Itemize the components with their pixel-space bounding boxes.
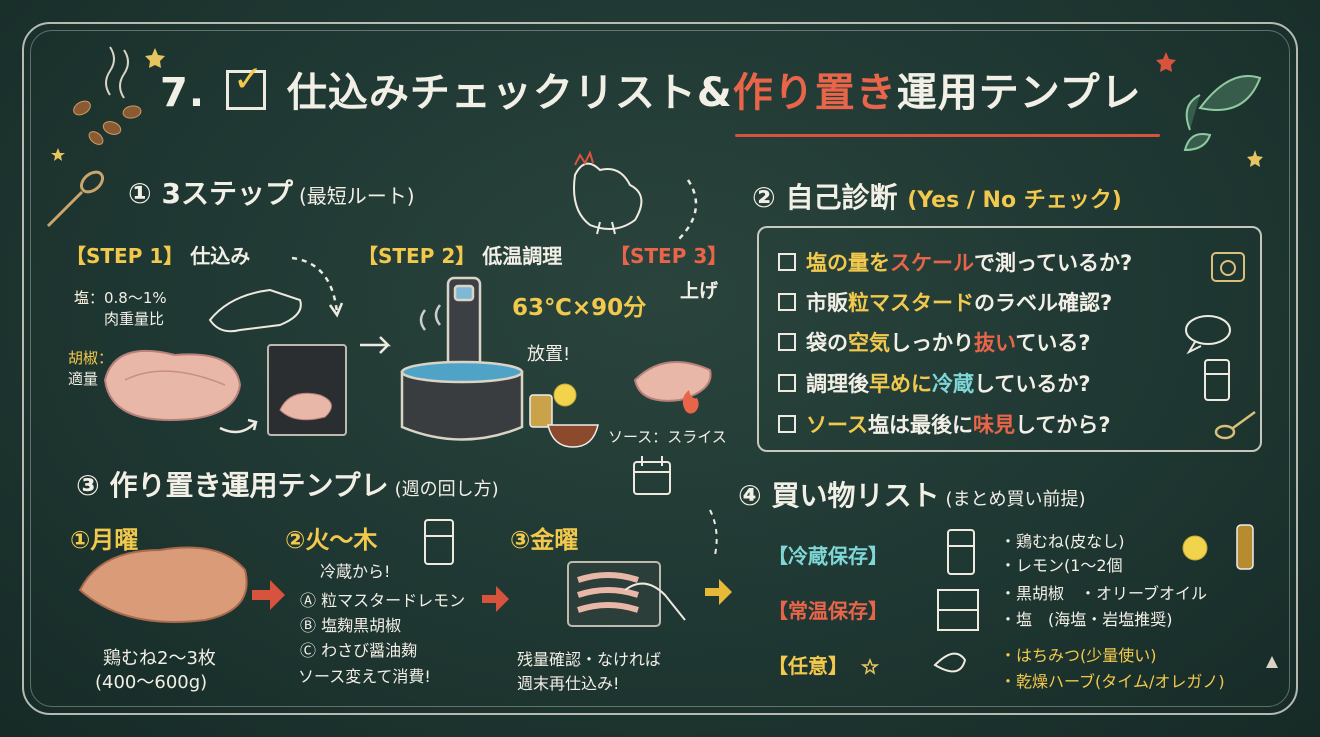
optional-label: 【任意】	[768, 654, 848, 678]
star-icon	[145, 48, 165, 68]
checkbox[interactable]	[778, 253, 796, 271]
check-item[interactable]: 調理後早めに冷蔵しているか?	[778, 368, 1091, 398]
check-item[interactable]: 袋の空気しっかり抜いている?	[778, 327, 1091, 357]
coffee-beans-icon	[73, 100, 142, 145]
step1-pepper: 胡椒：	[68, 349, 114, 367]
arrow-icon	[219, 179, 698, 434]
sauce-a: Ⓐ 粒マスタードレモン	[300, 591, 466, 610]
chicken-pieces-icon	[78, 546, 248, 623]
step1-salt-ratio: 肉重量比	[104, 310, 165, 328]
checkbox-icon: ✓	[225, 59, 266, 110]
friday-label: ③金曜	[510, 526, 579, 554]
sauce-c: Ⓒ わさび醤油麹	[300, 641, 418, 660]
optional-item: ・はちみつ(少量使い)	[1000, 646, 1157, 665]
page-title: 7. ✓ 仕込みチェックリスト&作り置き運用テンプレ	[160, 59, 1142, 118]
checkbox[interactable]	[778, 333, 796, 351]
step1-title: 【STEP 1】 仕込み	[66, 244, 251, 268]
checkbox[interactable]	[778, 415, 796, 433]
scale-icon	[1211, 252, 1245, 282]
tue-note: 冷蔵から!	[320, 562, 391, 581]
vacuum-bag-icon	[267, 344, 347, 436]
herb-bundle-icon	[933, 652, 967, 673]
container-icon	[567, 561, 661, 627]
spoon-small-icon	[1214, 410, 1256, 440]
mustard-jar-icon	[529, 394, 553, 428]
checkmark-icon: ✓	[232, 59, 265, 100]
checkbox[interactable]	[778, 374, 796, 392]
shelf-icon	[937, 589, 979, 631]
optional-item: ・乾燥ハーブ(タイム/オレガノ)	[1000, 672, 1225, 691]
section3-heading: ③ 作り置き運用テンプレ(週の回し方)	[76, 469, 499, 502]
sauce-note: ソース変えて消費!	[298, 667, 431, 686]
step2-title: 【STEP 2】 低温調理	[358, 244, 563, 268]
title-main: 仕込みチェックリスト&	[286, 70, 733, 116]
check-item[interactable]: 市販粒マスタードのラベル確認?	[778, 287, 1112, 317]
title-underline	[735, 134, 1160, 137]
title-suffix: 運用テンプレ	[896, 70, 1142, 116]
step3-label: 上げ	[680, 280, 719, 302]
calendar-icon	[633, 456, 671, 495]
cold-storage-label: 【冷蔵保存】	[768, 544, 888, 568]
check-item[interactable]: 塩の量をスケールで測っているか?	[778, 247, 1132, 277]
rooster-icon	[573, 150, 643, 235]
red-arrow-icon	[252, 580, 509, 612]
checklist-box	[757, 226, 1262, 452]
speech-bubble-icon	[1185, 315, 1231, 355]
friday-line1: 残量確認・なければ	[517, 650, 662, 669]
monday-line2: (400〜600g)	[95, 672, 208, 693]
title-highlight: 作り置き	[732, 70, 897, 116]
oil-bottle-icon	[1236, 524, 1254, 570]
step2-temp: 63℃×90分	[512, 295, 647, 321]
step3-note: ソース：スライス	[608, 428, 727, 446]
lemon-list-icon	[1182, 535, 1208, 561]
room-storage-label: 【常温保存】	[768, 599, 888, 623]
step1-salt: 塩塩：0.8〜1%	[74, 289, 90, 307]
sauce-bowl-icon	[547, 424, 599, 448]
step3-tag: 【STEP 3】	[610, 244, 728, 268]
section4-heading: ④ 買い物リスト(まとめ買い前提)	[738, 479, 1086, 512]
yellow-arrow-icon	[705, 579, 732, 605]
steam-icon	[105, 46, 129, 99]
sliced-chicken-icon	[633, 361, 712, 402]
hand-reach-icon	[624, 582, 686, 621]
section1-heading: ① 3ステップ(最短ルート)	[128, 177, 415, 210]
fridge-icon	[1204, 359, 1230, 401]
board-frame	[22, 22, 1298, 715]
room-item: ・黒胡椒 ・オリーブオイル	[1000, 584, 1208, 603]
spoon-icon	[46, 170, 105, 228]
monday-line1: 鶏むね2〜3枚	[103, 648, 216, 669]
fridge-small-icon	[424, 519, 454, 565]
section2-heading: ② 自己診断 (Yes / No チェック)	[752, 181, 1122, 214]
board-inner-frame	[30, 30, 1290, 707]
flame-icon	[682, 390, 699, 414]
check-item[interactable]: ソース塩は最後に味見してから?	[778, 409, 1111, 439]
step1-pepper-amount: 適量	[68, 370, 99, 388]
checkbox[interactable]	[778, 293, 796, 311]
room-item: ・塩 (海塩・岩塩推奨)	[1000, 610, 1173, 629]
herb-leaves-icon	[1183, 75, 1262, 152]
cold-item: ・レモン(1〜2個	[1000, 556, 1123, 575]
step1-salt-text: 塩：0.8〜1%	[74, 289, 167, 307]
title-number: 7.	[160, 70, 206, 116]
lemon-icon	[553, 383, 577, 407]
fridge-list-icon	[947, 529, 975, 575]
tue-thu-label: ②火〜木	[285, 526, 378, 554]
chicken-breast-icon	[103, 349, 242, 422]
hand-icon	[208, 288, 302, 333]
sous-vide-pot-icon	[400, 276, 524, 441]
monday-label: ①月曜	[70, 526, 139, 554]
step2-rest: 放置!	[527, 344, 571, 365]
cold-item: ・鶏むね(皮なし)	[1000, 532, 1125, 551]
sauce-b: Ⓑ 塩麹黒胡椒	[300, 616, 402, 635]
friday-line2: 週末再仕込み!	[517, 674, 620, 693]
